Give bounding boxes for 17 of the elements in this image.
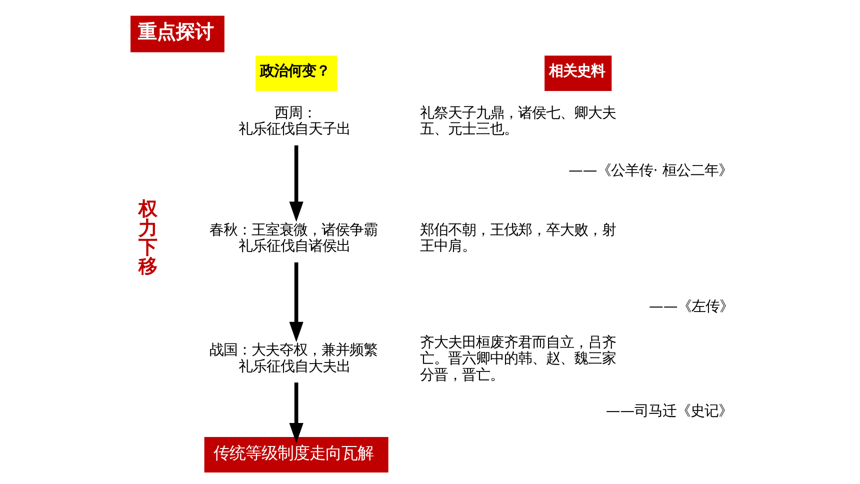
node-text: 战国：大夫夺权，兼并频繁 礼乐征伐自大夫出 bbox=[209, 342, 378, 375]
node-text: 春秋：王室衰微，诸侯争霸 礼乐征伐自诸侯出 bbox=[209, 222, 378, 255]
label: ——司马迁《史记》 bbox=[605, 403, 732, 420]
label: 礼祭天子九鼎，诸侯七、卿大夫五、元士三也。 bbox=[419, 105, 616, 138]
arrow bbox=[288, 145, 303, 222]
node-box: 传统等级制度走向瓦解 bbox=[204, 437, 388, 472]
label: 齐大夫田桓废齐君而自立，吕齐亡。晋六卿中的韩、赵、魏三家分晋，晋亡。 bbox=[419, 334, 616, 384]
arrow bbox=[288, 262, 303, 342]
diagram-title: 重点探讨 bbox=[138, 20, 214, 43]
label: ——《左传》 bbox=[648, 299, 734, 316]
node-box: 政治何变？ bbox=[255, 56, 337, 92]
label: ——《公羊传· 桓公二年》 bbox=[568, 162, 732, 179]
node-text: 西周： 礼乐征伐自天子出 bbox=[238, 105, 350, 138]
arrow bbox=[288, 382, 303, 444]
label: 权力下移 bbox=[138, 197, 158, 278]
node-box: 相关史料 bbox=[544, 56, 612, 92]
label: 郑伯不朝，王伐郑，卒大败，射王中肩。 bbox=[419, 222, 616, 255]
